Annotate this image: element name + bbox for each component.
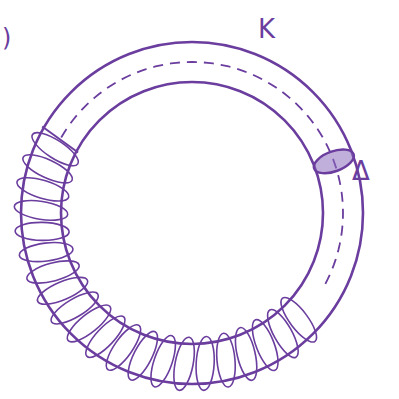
winding-limit: [42, 127, 78, 153]
coil-turn: [146, 333, 181, 390]
label-text: K: [258, 16, 275, 42]
coil-turn: [170, 336, 198, 392]
cross-section: [311, 145, 357, 178]
label-text: Δ: [352, 158, 370, 184]
coil-turn: [28, 127, 83, 172]
coil-turn: [262, 306, 304, 362]
coil-turn: [195, 336, 216, 391]
coil-turn: [275, 293, 322, 347]
coil-turn: [14, 173, 71, 206]
coil-turn: [47, 286, 103, 329]
coil-turn: [231, 326, 261, 383]
coil-turn: [15, 222, 69, 241]
label-text: ): [2, 26, 11, 50]
coil-turn: [215, 332, 238, 387]
coil-turn: [18, 240, 74, 264]
coil-turn: [62, 299, 115, 347]
torus-outline: [61, 82, 323, 344]
dashed-axis: [61, 62, 343, 289]
torus-outline: [21, 42, 363, 384]
